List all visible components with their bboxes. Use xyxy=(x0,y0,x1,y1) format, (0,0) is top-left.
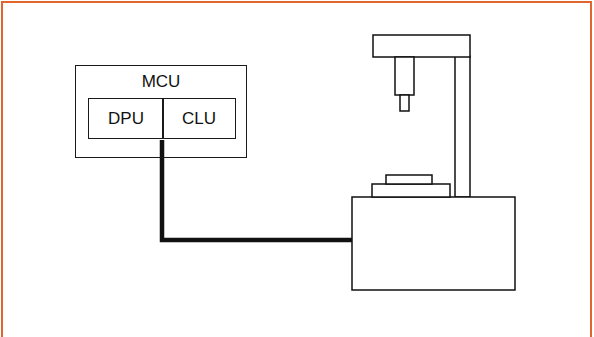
machine-column xyxy=(455,56,470,197)
machine-base xyxy=(352,197,515,290)
box-label: MCU xyxy=(142,72,181,92)
spindle xyxy=(395,57,414,95)
controller-box: MCU DPU CLU xyxy=(75,65,247,158)
machine-tool xyxy=(352,35,515,290)
unit-box: DPU xyxy=(88,98,164,139)
box-label: DPU xyxy=(108,109,144,129)
machine-head xyxy=(373,35,470,57)
box-label: CLU xyxy=(182,109,216,129)
unit-box: CLU xyxy=(162,98,236,139)
tool xyxy=(400,95,409,111)
cable xyxy=(162,140,352,240)
machine-table xyxy=(372,184,450,197)
workpiece xyxy=(386,175,432,184)
